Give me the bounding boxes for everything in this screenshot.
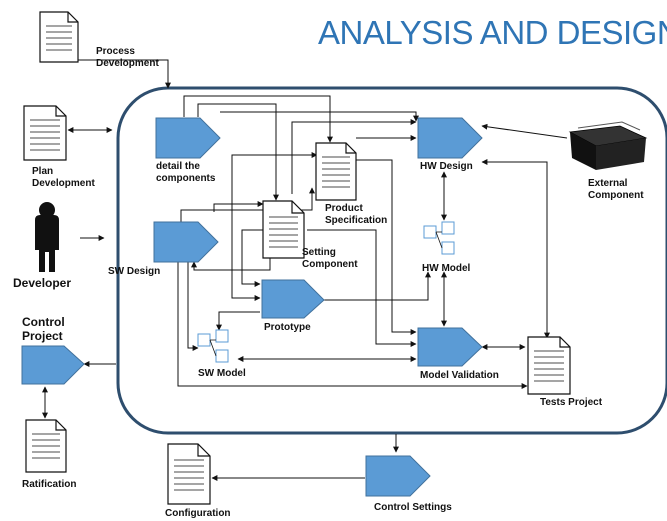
person-icon-developer (35, 202, 59, 272)
label-prototype: Prototype (264, 322, 311, 333)
arrow-detail-top (183, 95, 333, 143)
arrow-ext-hw (481, 123, 568, 139)
arrow-hw-tests (481, 159, 550, 339)
arrow-setting-sw (191, 258, 271, 271)
process-icon-control-settings (365, 455, 431, 497)
document-icon-process-development (39, 11, 79, 63)
process-icon-control-project (21, 345, 85, 385)
document-icon-ratification (25, 419, 67, 473)
label-model-validation: Model Validation (420, 370, 499, 381)
page-title: ANALYSIS AND DESIGN (318, 14, 667, 51)
label-plan-development: Plan Development (32, 166, 95, 189)
document-icon-tests-project (527, 336, 571, 395)
black-box-icon-external-component (568, 121, 648, 170)
arrow-sw-setting (213, 201, 264, 212)
system-boundary (116, 86, 667, 435)
label-process-development: Process Development (96, 46, 159, 69)
arrow-proto-swmodel (216, 311, 260, 331)
label-ratification: Ratification (22, 479, 77, 490)
document-icon-configuration (167, 443, 211, 505)
arrow-sw-swmodel (187, 262, 199, 351)
document-icon-setting-component (262, 200, 305, 259)
arrow-pspec-mv (356, 159, 417, 335)
document-icon-product-specification (315, 142, 357, 201)
process-icon-sw-design (153, 221, 219, 263)
process-icon-hw-design (417, 117, 483, 159)
arrow-detail-proto (231, 185, 261, 301)
label-detail-components: detail the components (156, 161, 216, 184)
arrow-process-dev (78, 59, 171, 89)
label-sw-model: SW Model (198, 368, 246, 379)
label-tests-project: Tests Project (540, 397, 603, 408)
label-developer: Developer (13, 276, 72, 290)
arrow-detail-top2 (197, 103, 279, 201)
arrow-setting-hw (307, 229, 417, 347)
label-product-specification: Product Specification (325, 203, 388, 226)
label-setting-component: Setting Component (302, 247, 358, 270)
label-hw-model: HW Model (422, 263, 471, 274)
label-control-project: Control Project (22, 315, 65, 343)
label-hw-design: HW Design (420, 161, 473, 172)
process-icon-detail-components (155, 117, 221, 159)
arrow-sw-loop (180, 187, 315, 222)
process-icon-model-validation (417, 327, 483, 367)
arrow-sw-tests (177, 262, 528, 389)
component-model-icon-hw (423, 221, 455, 255)
label-control-settings: Control Settings (374, 502, 452, 513)
arrow-setting-proto (241, 229, 263, 287)
arrow-pspec-setting (291, 119, 417, 194)
arrow-proto-hwmodel (324, 271, 431, 301)
label-sw-design: SW Design (108, 266, 161, 277)
label-configuration: Configuration (165, 508, 231, 519)
process-icon-prototype (261, 279, 325, 319)
arrow-detail-hw (220, 111, 419, 122)
label-external-component: External Component (588, 178, 644, 201)
document-icon-plan-development (23, 105, 67, 161)
component-model-icon-sw (197, 329, 229, 363)
